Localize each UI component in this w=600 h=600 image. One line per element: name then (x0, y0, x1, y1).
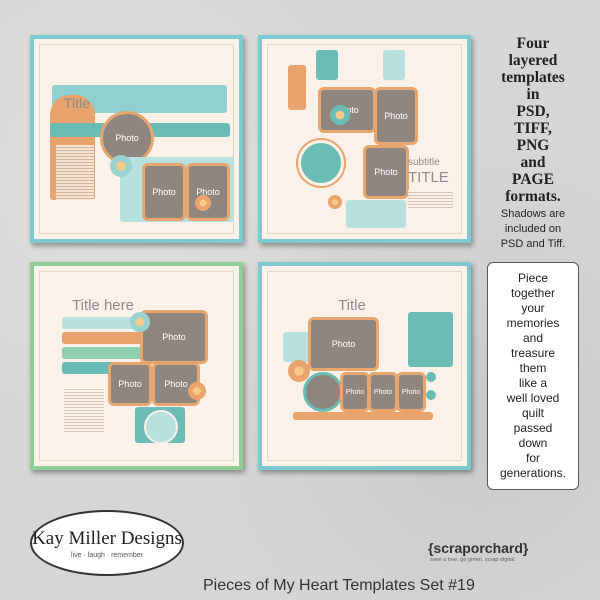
photo-label: Photo (118, 379, 142, 389)
photo-label: Photo (162, 332, 186, 342)
headline-line: and (520, 154, 546, 171)
card-3-title: Title here (72, 297, 134, 314)
template-4-canvas: Title Photo Photo Photo Photo (267, 271, 462, 461)
headline-line: PSD, (516, 103, 550, 120)
store-tagline: save a tree. go green. scrap digital. (430, 557, 516, 563)
headline-line: in (526, 86, 540, 103)
card-4-title: Title (338, 297, 366, 314)
quote-line: quilt (521, 406, 544, 420)
orange-strip (288, 65, 306, 110)
flower-icon (130, 312, 150, 332)
headline-line: formats. (505, 188, 561, 205)
photo-label: Photo (196, 187, 220, 197)
photo-rect: Photo (340, 372, 370, 412)
template-1-canvas: Title Photo Photo Photo (39, 44, 234, 234)
photo-label: Photo (345, 388, 365, 396)
headline-line: PAGE (512, 171, 554, 188)
store-logo[interactable]: {scraporchard} save a tree. go green. sc… (428, 540, 528, 563)
quote-line: for (525, 451, 540, 465)
headline-line: TIFF, (514, 120, 552, 137)
note-line: included on (504, 223, 562, 235)
stripe (62, 317, 147, 329)
photo-rect: Photo (108, 362, 152, 406)
template-preview-4[interactable]: Title Photo Photo Photo Photo (258, 262, 471, 470)
flower-icon (328, 195, 342, 209)
card-2-subtitle: subtitle (408, 157, 440, 168)
note-line: Shadows are (500, 208, 566, 220)
flower-icon (188, 382, 206, 400)
button-tiles (408, 312, 453, 367)
headline-line: Four (516, 35, 550, 52)
headline-line: templates (501, 69, 565, 86)
photo-rect: Photo (396, 372, 426, 412)
flower-icon (110, 155, 132, 177)
photo-label: Photo (164, 379, 188, 389)
template-2-canvas: Photo Photo Photo subtitle TITLE (267, 44, 462, 234)
note-line: PSD and Tiff. (500, 238, 566, 250)
circle-frame (298, 140, 344, 186)
journaling-lines (64, 387, 104, 432)
quote-line: like a (518, 376, 547, 390)
stripe (62, 347, 147, 359)
photo-label: Photo (401, 388, 421, 396)
template-preview-3[interactable]: Title here Photo Photo Photo (30, 262, 243, 470)
photo-rect: Photo (186, 163, 230, 221)
quote-line: treasure (510, 346, 556, 360)
quote-line: together (510, 286, 556, 300)
photo-label: Photo (331, 339, 356, 349)
photo-rect: Photo (368, 372, 398, 412)
designer-logo[interactable]: Kay Miller Designs live · laugh · rememb… (30, 510, 184, 576)
photo-label: Photo (373, 388, 393, 396)
photo-rect: Photo (142, 163, 186, 221)
store-name: {scraporchard} (428, 540, 529, 556)
stripe (62, 332, 147, 344)
journaling-lines (56, 145, 94, 200)
photo-rect: Photo (363, 145, 409, 199)
photo-rect: Photo (308, 317, 379, 371)
photo-rect: Photo (374, 87, 418, 145)
quote-line: Piece (517, 271, 549, 285)
flower-icon (288, 360, 310, 382)
headline-line: PNG (516, 137, 550, 154)
quote-line: and (522, 331, 544, 345)
template-3-canvas: Title here Photo Photo Photo (39, 271, 234, 461)
quote-box: Piece together your memories and treasur… (487, 262, 579, 490)
quote-line: generations. (499, 466, 567, 480)
template-preview-2[interactable]: Photo Photo Photo subtitle TITLE (258, 35, 471, 243)
quote-line: down (518, 436, 548, 450)
orange-band (293, 412, 433, 420)
photo-label: Photo (152, 187, 176, 197)
journaling-lines (408, 190, 453, 208)
headline-line: layered (508, 52, 558, 69)
circle-frame (144, 410, 178, 444)
quote-line: them (519, 361, 547, 375)
logo-tagline: live · laugh · remember (71, 551, 143, 559)
card-1-title: Title (64, 95, 90, 111)
format-info: Four layered templates in PSD, TIFF, PNG… (478, 35, 588, 252)
tile-strip (346, 200, 406, 228)
flower-icon (195, 195, 211, 211)
flower-icon (330, 105, 350, 125)
photo-rect: Photo (140, 310, 208, 364)
quote-line: well loved (506, 391, 560, 405)
dot (426, 390, 436, 400)
product-title: Pieces of My Heart Templates Set #19 (203, 577, 475, 594)
quote-line: passed (513, 421, 553, 435)
quote-line: your (521, 301, 545, 315)
tile (383, 50, 405, 80)
card-2-title: TITLE (408, 169, 449, 186)
photo-circle (303, 372, 343, 412)
dot (426, 372, 436, 382)
photo-label: Photo (374, 167, 398, 177)
photo-label: Photo (384, 111, 408, 121)
template-preview-1[interactable]: Title Photo Photo Photo (30, 35, 243, 243)
logo-name: Kay Miller Designs (32, 527, 182, 549)
teal-tile (316, 50, 338, 80)
quote-line: memories (506, 316, 560, 330)
photo-label: Photo (115, 133, 139, 143)
